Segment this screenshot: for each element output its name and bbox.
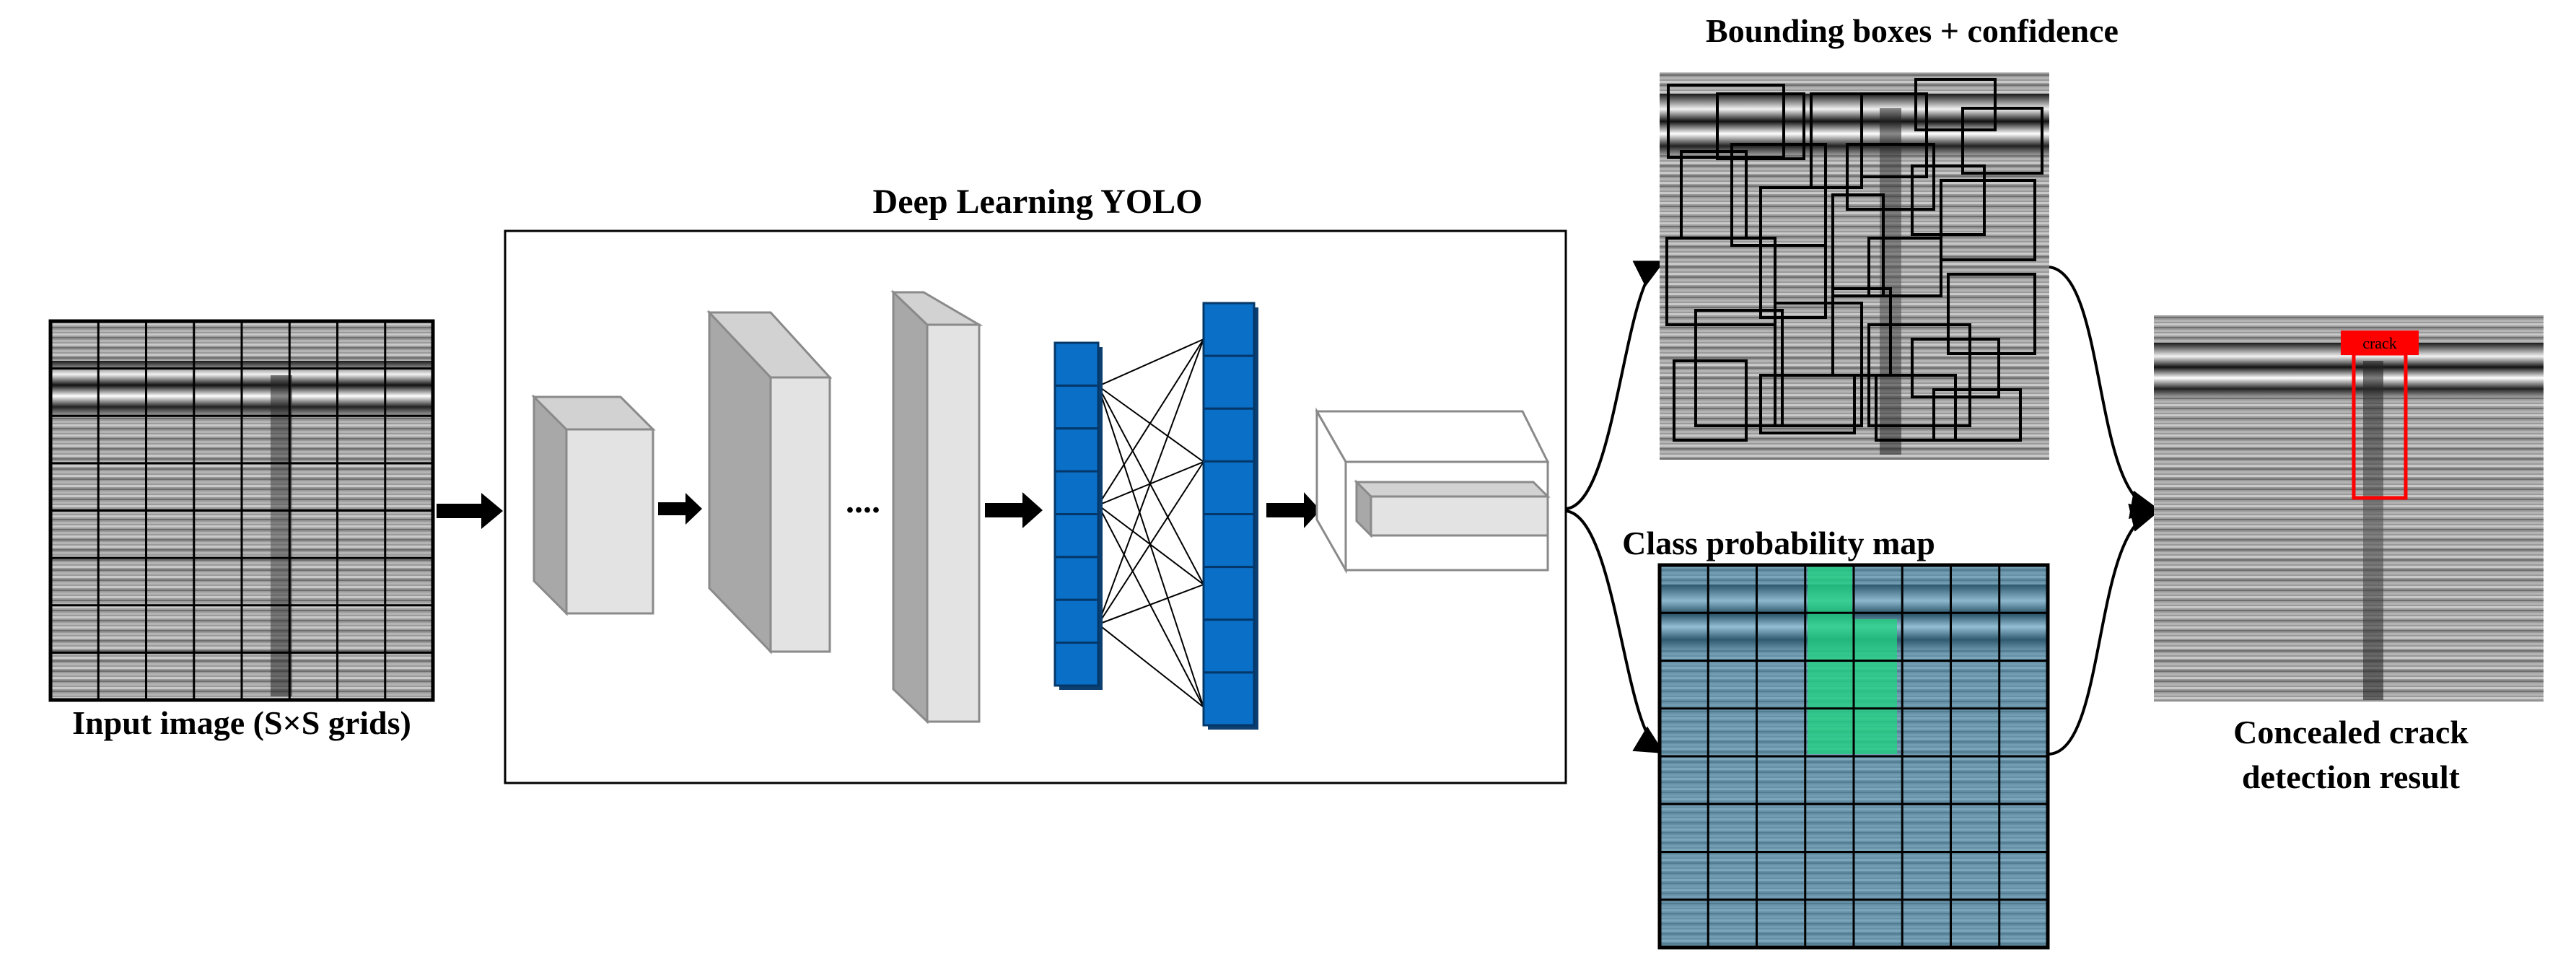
fc-layer-2-neuron [1202, 460, 1256, 515]
bounding-box [1867, 237, 1942, 297]
fc-layer-1-neuron [1053, 598, 1100, 644]
conv-layer-2 [706, 310, 833, 655]
conv-layer-1 [531, 394, 656, 616]
result-label-line1: Concealed crack [2233, 714, 2468, 751]
fc-connection [1098, 338, 1204, 387]
arrow-fc-to-output [1266, 492, 1320, 528]
bounding-box [1961, 107, 2043, 175]
fc-connection [1098, 461, 1204, 625]
input-image [48, 319, 435, 702]
fc-layer-2-neuron [1202, 566, 1256, 621]
bbox-panel-label: Bounding boxes + confidence [1706, 12, 2119, 49]
arrow-conv1-conv2 [658, 493, 702, 525]
arrow-to-bboxes [1565, 261, 1665, 510]
bounding-box [1774, 302, 1863, 427]
result-label-line2: detection result [2242, 758, 2461, 795]
arrow-input-to-yolo [437, 493, 503, 529]
fc-layer-1-neuron [1053, 470, 1100, 515]
output-tensor [1315, 407, 1551, 574]
fc-layer-2-neuron [1202, 407, 1256, 463]
bounding-box [1716, 92, 1805, 160]
prob-map-image [1657, 563, 2050, 950]
result-image: crack [2154, 315, 2544, 701]
crack-class-highlight-2 [1852, 619, 1897, 754]
bounding-box [1911, 165, 1986, 236]
bounding-box [1867, 323, 1971, 427]
layers-ellipsis: .... [846, 482, 880, 520]
fc-connection [1098, 338, 1204, 506]
bounding-box [1810, 92, 1863, 189]
fc-connection [1098, 504, 1204, 585]
conv-layer-3 [890, 289, 983, 725]
fc-connection [1098, 584, 1204, 625]
bounding-box [1831, 287, 1892, 377]
fc-connection [1098, 338, 1204, 625]
bounding-box [1694, 309, 1784, 427]
fc-connection [1098, 385, 1204, 708]
fc-layer-1 [1053, 341, 1103, 690]
fc-layer-2-neuron [1202, 302, 1256, 357]
fc-layer-2-neuron [1202, 513, 1256, 569]
bounding-box [1914, 78, 1997, 131]
arrow-bboxes-to-result [2049, 266, 2160, 520]
arrow-probmap-to-result [2049, 503, 2160, 756]
fc-connection [1098, 385, 1204, 463]
crack-tag-bg [2341, 331, 2419, 355]
fc-layer-1-neuron [1053, 341, 1100, 387]
bounding-box [1759, 186, 1827, 319]
bounding-box [1831, 193, 1885, 297]
arrow-conv3-fc1 [985, 492, 1043, 528]
yolo-title: Deep Learning YOLO [873, 183, 1203, 221]
fc-connection [1098, 504, 1204, 708]
crack-tag: crack [2362, 334, 2397, 352]
fc-layer-2-neuron [1202, 618, 1256, 674]
bounding-box [1875, 374, 1957, 442]
input-image-label: Input image (S×S grids) [72, 704, 411, 741]
bounding-box [1665, 237, 1777, 326]
bounding-box [1759, 374, 1856, 434]
fc-connection [1098, 624, 1204, 708]
arrow-to-probmap [1565, 509, 1665, 754]
fc-layer-1-neuron [1053, 427, 1100, 473]
input-grid [51, 321, 433, 700]
bounding-box [1940, 179, 2036, 261]
fc-layer-1-neuron [1053, 642, 1100, 687]
fc-layer-1-neuron [1053, 513, 1100, 559]
bbox-image [1660, 72, 2049, 460]
bounding-box [1846, 143, 1935, 211]
fc-connections [1098, 338, 1204, 708]
bounding-box [1673, 359, 1748, 442]
fc-layer-2-neuron [1202, 354, 1256, 410]
fc-layer-1-neuron [1053, 384, 1100, 430]
fc-layer-1-neuron [1053, 556, 1100, 601]
bounding-box [1947, 273, 2036, 355]
prob-map-label: Class probability map [1622, 525, 1935, 561]
prob-map-grid [1660, 565, 2048, 948]
bounding-box [1932, 388, 2022, 442]
fc-layer-2 [1202, 302, 1258, 730]
fc-layer-2-neuron [1202, 671, 1256, 727]
bounding-boxes [1665, 78, 2043, 442]
fc-connection [1098, 385, 1204, 585]
